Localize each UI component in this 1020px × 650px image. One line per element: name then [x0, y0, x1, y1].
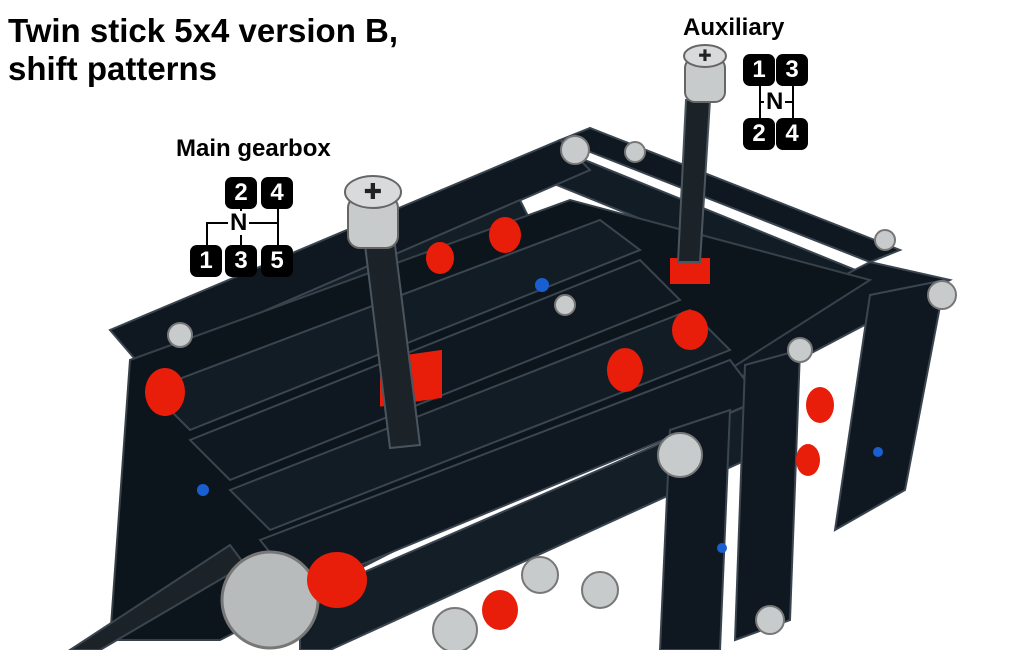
gray-bush-4 [927, 280, 957, 310]
main-gear-4: 4 [261, 177, 293, 209]
front-beam-3 [228, 308, 732, 532]
red-connector-2 [307, 552, 367, 608]
red-connector-7 [806, 387, 834, 423]
blue-pin-4 [873, 447, 883, 457]
gray-bush-12 [554, 294, 576, 316]
red-connector-6 [672, 310, 708, 350]
gray-bush-3 [874, 229, 896, 251]
gray-bush-8 [581, 571, 619, 609]
red-connector-3 [489, 217, 521, 253]
blue-pin-1 [535, 278, 549, 292]
red-connector-5 [607, 348, 643, 392]
right-vertical-beam-3 [833, 278, 947, 532]
gray-bush-1 [560, 135, 590, 165]
gray-bush-7 [521, 556, 559, 594]
gray-bush-9 [432, 607, 478, 650]
auxiliary-label: Auxiliary [683, 14, 785, 41]
page-title: Twin stick 5x4 version B, shift patterns [8, 12, 399, 87]
aux-gear-1: 1 [743, 54, 775, 86]
main-gear-1: 1 [190, 245, 222, 277]
main-stick-cross-icon: ✚ [364, 180, 382, 205]
aux-stick-cross-icon: ✚ [698, 46, 711, 65]
main-gear-5: 5 [261, 245, 293, 277]
aux-stick-knob-top [683, 44, 727, 68]
main-gate-line-4-5 [277, 207, 279, 252]
gray-bush-11 [787, 337, 813, 363]
gear-wheel [220, 550, 320, 650]
red-connector-8 [796, 444, 820, 476]
gray-bush-6 [657, 432, 703, 478]
red-connector-4 [426, 242, 454, 274]
blue-pin-3 [717, 543, 727, 553]
gray-bush-5 [167, 322, 193, 348]
aux-gear-3: 3 [776, 54, 808, 86]
red-connector-9 [482, 590, 518, 630]
aux-neutral: N [764, 88, 786, 115]
blue-pin-2 [197, 484, 209, 496]
gray-bush-10 [755, 605, 785, 635]
main-gear-2: 2 [225, 177, 257, 209]
aux-gear-4: 4 [776, 118, 808, 150]
gray-bush-2 [624, 141, 646, 163]
main-gearbox-label: Main gearbox [176, 135, 331, 162]
main-stick-knob-top [344, 175, 402, 209]
left-top-beam [108, 138, 592, 367]
aux-gear-2: 2 [743, 118, 775, 150]
red-connector-1 [145, 368, 185, 416]
main-neutral: N [228, 209, 250, 236]
right-vertical-beam-2 [733, 348, 802, 642]
main-gear-3: 3 [225, 245, 257, 277]
back-top-beam [557, 126, 903, 264]
main-gate-line-1 [206, 222, 208, 252]
